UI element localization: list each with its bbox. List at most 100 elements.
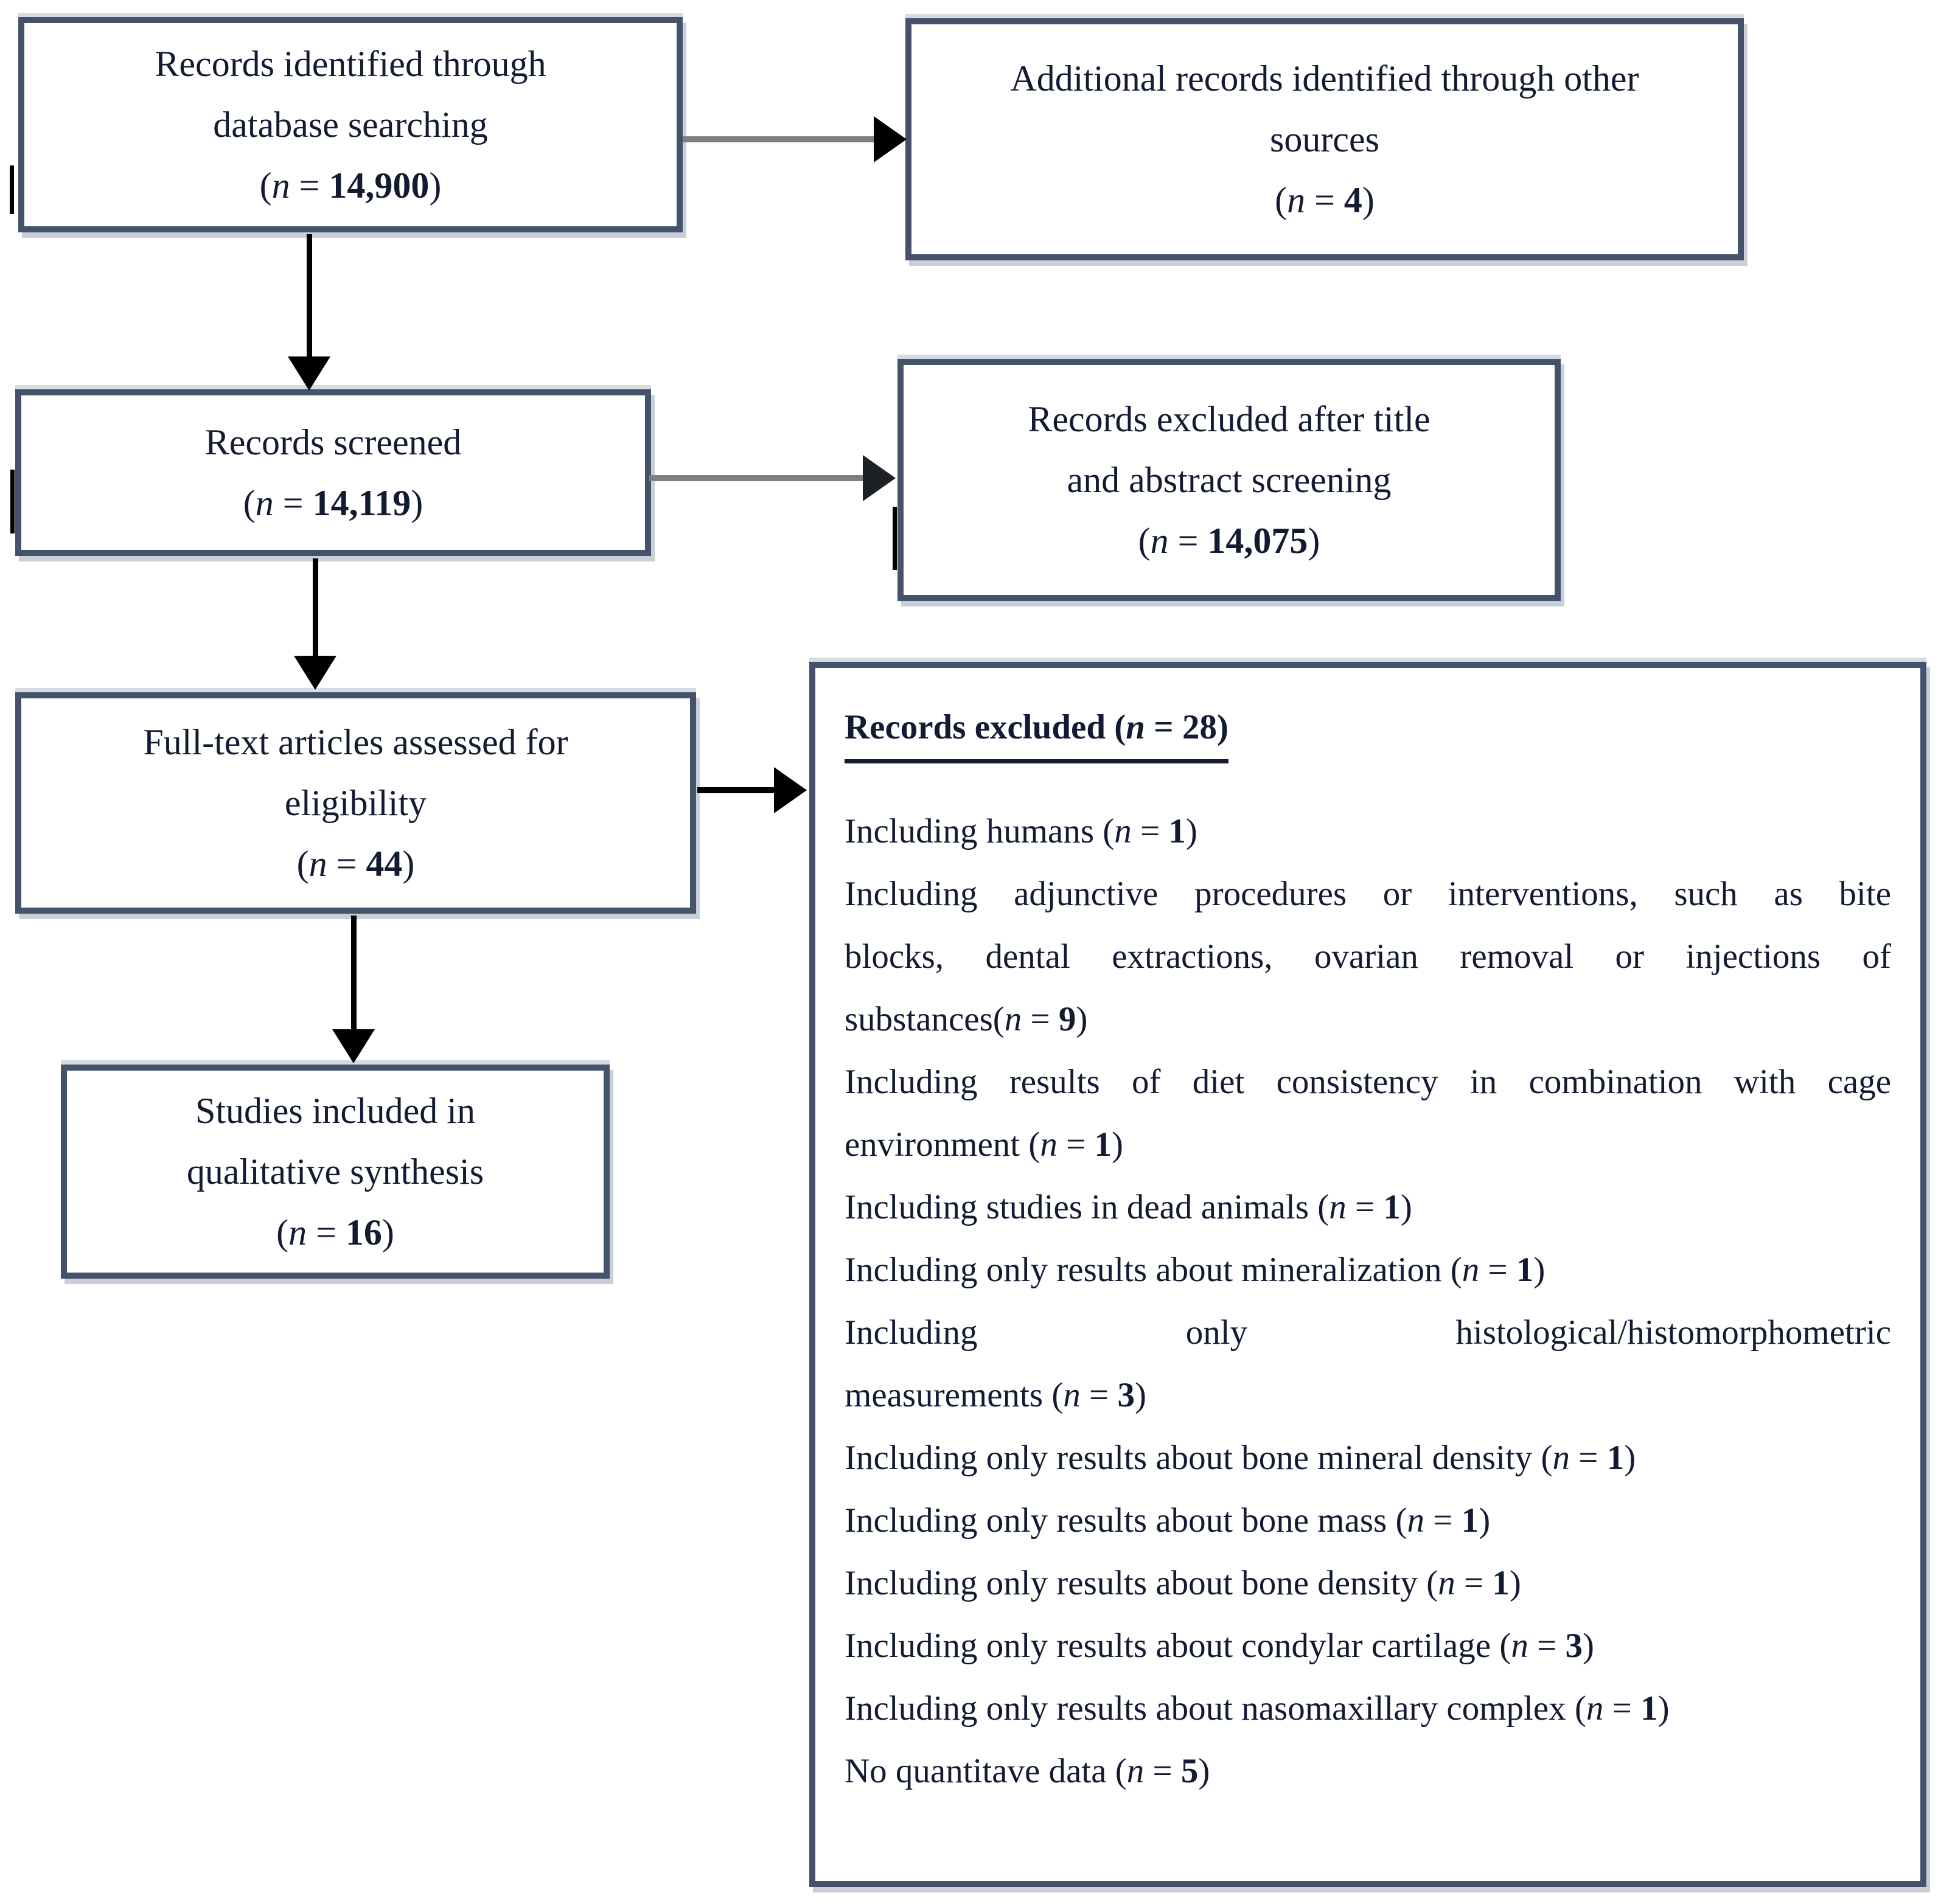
equals-sign: = [273,483,313,523]
arrow-line-screened-to-fulltext [313,558,318,657]
n-symbol: n [308,844,327,884]
n-symbol: n [1462,1251,1480,1289]
n-value: 1 [1094,1125,1112,1164]
panel-records-excluded: Records excluded (n = 28) Including huma… [809,662,1926,1887]
paren-open: ( [296,844,309,884]
exclusion-item-line: Including only results about condylar ca… [845,1627,1594,1665]
n-symbol: n [1329,1188,1347,1226]
paren-open: ( [1426,1564,1438,1602]
n-symbol: n [1150,521,1169,561]
n-value: 16 [345,1212,382,1253]
paren-open: ( [1395,1501,1407,1540]
n-value: 9 [1058,1000,1076,1038]
n-value: 1 [1516,1251,1534,1289]
n-symbol: n [1586,1689,1604,1728]
exclusion-item-line: Including humans (n = 1) [845,812,1197,850]
paren-close: ) [402,844,415,884]
box-excluded-screening: Records excluded after title and abstrac… [897,359,1561,601]
equals-sign: = [1424,1501,1462,1540]
paren-open: ( [1115,1752,1127,1790]
arrow-line-identified-to-additional [683,136,877,142]
equals-sign: = [290,165,329,206]
n-symbol: n [1126,1752,1145,1790]
n-symbol: n [1040,1125,1058,1164]
paren-close: ) [1657,1689,1670,1728]
n-symbol: n [1438,1564,1455,1602]
n-symbol: n [1407,1501,1425,1540]
arrowhead-identified-to-screened [288,356,330,391]
paren-open: ( [243,483,256,523]
box-line: Records identified through [155,44,546,84]
paren-close: ) [1509,1564,1521,1602]
n-symbol: n [288,1212,307,1253]
equals-sign: = [1570,1439,1607,1477]
n-symbol: n [1511,1627,1528,1665]
arrow-line-identified-to-screened [307,234,312,359]
exclusion-item-line: Including studies in dead animals (n = 1… [845,1188,1412,1226]
arrow-line-fulltext-to-included [351,916,357,1031]
n-value: 3 [1565,1627,1583,1665]
box-line: database searching [213,105,488,145]
exclusion-panel-header: Records excluded (n = 28) [845,700,1228,763]
equals-sign: = [1168,521,1208,561]
exclusion-item-line: substances(n = 9) [845,1000,1088,1038]
paren-close: ) [1198,1752,1210,1790]
n-symbol: n [1004,1000,1022,1038]
equals-sign: = [1022,1000,1059,1038]
exclusion-item-line: Including only results about bone mass (… [845,1501,1491,1540]
paren-open: ( [1317,1188,1329,1226]
exclusion-item-line: Including only results about bone densit… [845,1564,1521,1602]
n-symbol: n [271,165,290,206]
n-value: 14,075 [1207,521,1308,561]
paren-close: ) [1134,1376,1146,1414]
arrowhead-fulltext-to-included [332,1029,375,1063]
equals-sign: = [1479,1251,1516,1289]
n-count-line: (n = 16) [276,1202,394,1263]
equals-sign: = [1131,812,1169,850]
box-line: eligibility [284,783,427,823]
exclusion-item-line: No quantitave data (n = 5) [845,1752,1210,1790]
n-value: 28 [1182,708,1217,746]
exclusion-items: Including humans (n = 1) Including adjunc… [845,800,1891,1802]
exclusion-item-line: environment (n = 1) [845,1125,1123,1164]
box-full-text: Full-text articles assessed for eligibil… [15,692,696,914]
equals-sign: = [1346,1188,1384,1226]
n-value: 3 [1117,1376,1135,1414]
equals-sign: = [1528,1627,1566,1665]
edge-tick [893,507,897,570]
n-symbol: n [1287,180,1306,220]
n-value: 44 [366,844,403,884]
paren-open: ( [1499,1627,1511,1665]
n-value: 4 [1343,180,1362,220]
n-value: 1 [1461,1501,1479,1540]
paren-close: ) [382,1212,394,1253]
paren-close: ) [1362,180,1375,220]
equals-sign: = [1455,1564,1493,1602]
n-value: 1 [1640,1689,1658,1728]
equals-sign: = [1057,1125,1095,1164]
equals-sign: = [327,844,366,884]
n-symbol: n [1114,812,1132,850]
box-line: sources [1270,119,1379,159]
box-additional-records: Additional records identified through ot… [905,18,1744,260]
paren-open: ( [1103,812,1115,850]
box-line: Studies included in [195,1091,475,1131]
equals-sign: = [1145,708,1182,746]
n-value: 14,119 [312,483,411,523]
edge-tick [10,470,15,533]
n-count-line: (n = 44) [297,833,415,894]
arrowhead-identified-to-additional [874,116,907,162]
paren-open: ( [1275,180,1288,220]
exclusion-item-line: Including only results about mineralizat… [845,1251,1545,1289]
exclusion-item-line: measurements (n = 3) [845,1376,1146,1414]
paren-open: ( [1051,1376,1064,1414]
paren-close: ) [1076,1000,1088,1038]
n-symbol: n [255,483,274,523]
exclusion-item-line: Including adjunctive procedures or inter… [845,875,1891,913]
exclusion-item-line: Including only results about bone minera… [845,1439,1636,1477]
paren-close: ) [1111,1125,1123,1164]
arrowhead-screened-to-excluded [863,455,896,501]
n-symbol: n [1126,708,1145,746]
n-value: 5 [1180,1752,1199,1790]
